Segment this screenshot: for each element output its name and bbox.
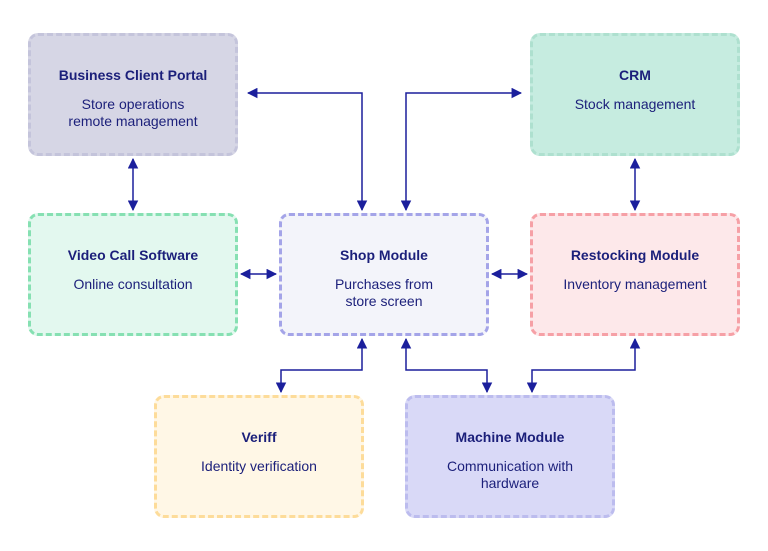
node-title: Business Client Portal (58, 67, 208, 83)
restocking-module-node: Restocking Module Inventory management (530, 213, 740, 336)
arrow-shop-veriff (275, 337, 368, 394)
arrow-shop-crm (400, 87, 523, 212)
node-description: Online consultation (73, 276, 193, 292)
crm-node: CRM Stock management (530, 33, 740, 156)
node-title: Video Call Software (67, 247, 199, 263)
node-title: CRM (619, 67, 651, 83)
node-title: Shop Module (340, 247, 428, 263)
node-title: Veriff (241, 429, 277, 445)
arrow-shop-portal (246, 87, 368, 212)
node-description: Identity verification (201, 458, 317, 474)
arrow-restock-machine (526, 337, 641, 394)
video-call-software-node: Video Call Software Online consultation (28, 213, 238, 336)
node-title: Restocking Module (570, 247, 700, 263)
node-description: Stock management (574, 96, 696, 112)
veriff-node: Veriff Identity verification (154, 395, 364, 518)
node-title: Machine Module (455, 429, 565, 445)
arrow-shop-machine (400, 337, 493, 394)
node-description: Inventory management (563, 276, 707, 292)
